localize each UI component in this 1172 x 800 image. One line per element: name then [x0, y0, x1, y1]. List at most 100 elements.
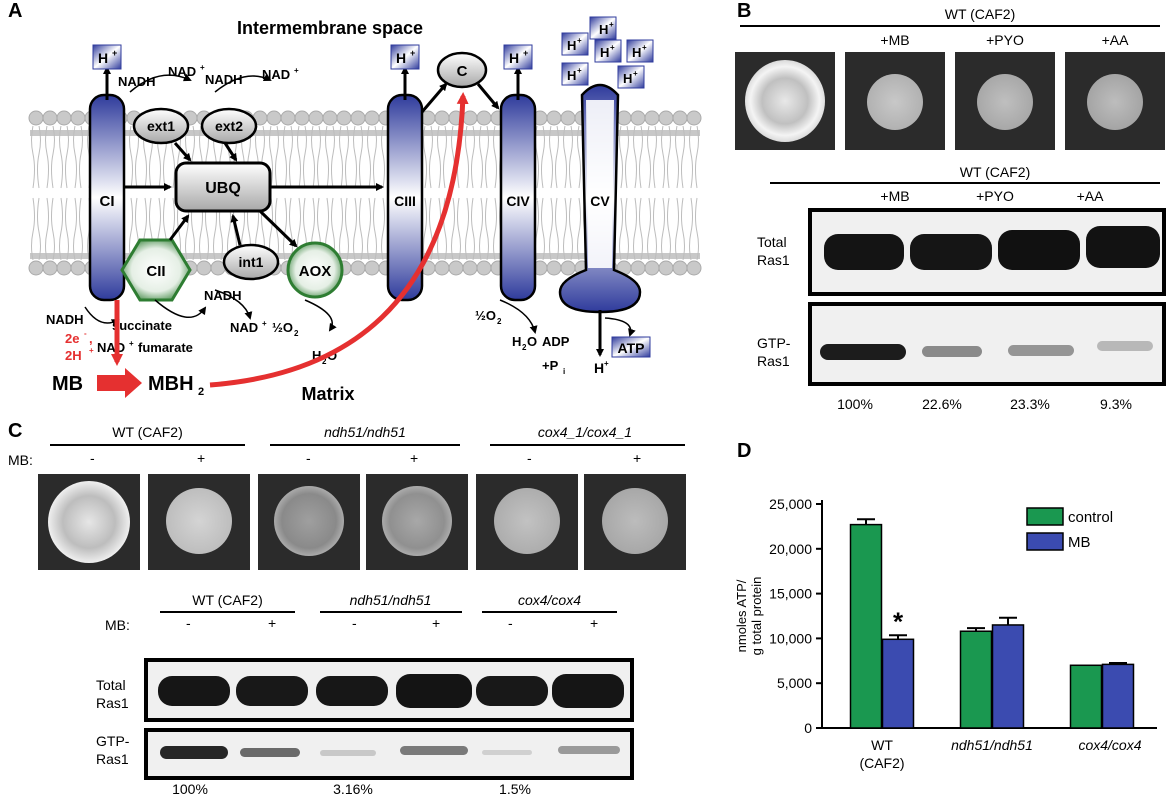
svg-text:+: +	[294, 66, 299, 75]
panel-b-label: B	[737, 0, 752, 22]
svg-text:+P: +P	[542, 358, 559, 373]
panel-d-label: D	[737, 440, 752, 462]
membrane-bilayer	[30, 130, 700, 259]
svg-text:H: H	[600, 45, 609, 60]
significance-asterisk: *	[893, 606, 904, 636]
svg-text:H: H	[512, 334, 521, 349]
intermembrane-label: Intermembrane space	[237, 18, 423, 38]
svg-text:AOX: AOX	[299, 263, 332, 280]
svg-text:+: +	[200, 63, 205, 72]
svg-text:H: H	[396, 50, 406, 66]
ext1-enzyme	[132, 107, 190, 145]
mb-label: MB	[52, 373, 83, 395]
c-colony-ndh51-plus	[366, 474, 468, 570]
matrix-label: Matrix	[301, 384, 354, 404]
atp-box	[611, 336, 651, 358]
x-tick-label: WT	[871, 737, 893, 753]
svg-text:+: +	[609, 20, 614, 29]
svg-text:CIV: CIV	[506, 193, 530, 209]
b-total-ras1-blot	[808, 208, 1166, 296]
svg-text:½O: ½O	[475, 308, 496, 323]
y-tick-label: 0	[804, 720, 812, 736]
y-axis-label: nmoles ATP/g total protein	[734, 577, 764, 656]
svg-text:H: H	[509, 50, 519, 66]
mbh2-to-cytc-arrow	[209, 92, 469, 388]
c-colony-wt-minus	[38, 474, 140, 570]
svg-text:+: +	[523, 48, 528, 58]
mb-reduction-arrow	[97, 368, 142, 398]
h-plus-cluster: H+ H+ H+ H+ H+ H+	[561, 16, 654, 89]
mbh2-label: MBH	[148, 373, 194, 395]
svg-text:+: +	[129, 339, 134, 348]
legend-label: MB	[1068, 534, 1091, 551]
b-strain-label-blot: WT (CAF2)	[959, 164, 1031, 180]
svg-text:UBQ: UBQ	[205, 180, 241, 197]
svg-text:ext1: ext1	[147, 118, 175, 134]
b-treatment-pyo: +PYO	[986, 32, 1024, 48]
b-colony-wt	[735, 52, 835, 150]
bar-mb	[991, 624, 1025, 729]
ci-label: CI	[100, 193, 115, 210]
svg-text:ATP: ATP	[618, 340, 645, 356]
svg-text:NADH: NADH	[205, 72, 243, 87]
svg-text:2H: 2H	[65, 348, 82, 363]
x-tick-label: ndh51/ndh51	[951, 737, 1033, 753]
svg-text:H: H	[599, 22, 608, 37]
svg-text:+: +	[262, 319, 267, 328]
svg-text:H: H	[594, 360, 604, 376]
b-colony-pyo	[955, 52, 1055, 150]
svg-text:fumarate: fumarate	[138, 340, 193, 355]
svg-text:NAD: NAD	[230, 320, 258, 335]
svg-text:O: O	[527, 334, 537, 349]
svg-text:2: 2	[522, 343, 527, 352]
svg-text:ADP: ADP	[542, 334, 570, 349]
svg-text:i: i	[563, 367, 565, 376]
x-tick-label: (CAF2)	[859, 755, 904, 771]
svg-text:NADH: NADH	[204, 288, 242, 303]
panel-c-label: C	[8, 420, 23, 442]
svg-text:NADH: NADH	[118, 74, 156, 89]
panel-a-label: A	[8, 0, 23, 22]
c-colony-cox4-plus	[584, 474, 686, 570]
c-colony-wt-plus	[148, 474, 250, 570]
b-colony-mb	[845, 52, 945, 150]
y-tick-label: 25,000	[769, 496, 812, 512]
svg-text:2: 2	[198, 386, 204, 398]
svg-text:2: 2	[497, 317, 502, 326]
svg-text:+: +	[577, 66, 582, 75]
b-colony-aa	[1065, 52, 1165, 150]
aox-enzyme	[286, 241, 344, 299]
legend-label: control	[1068, 509, 1113, 526]
svg-text:NADH: NADH	[46, 312, 84, 327]
c-colony-cox4-minus	[476, 474, 578, 570]
legend-swatch-control	[1026, 507, 1064, 526]
svg-text:2: 2	[322, 357, 327, 366]
svg-text:CII: CII	[146, 263, 165, 280]
bar-mb	[1101, 663, 1135, 729]
svg-text:CV: CV	[590, 193, 610, 209]
svg-text:+: +	[577, 36, 582, 45]
bar-mb	[881, 638, 915, 729]
h-plus-box	[92, 44, 122, 70]
ext2-enzyme	[200, 107, 258, 145]
svg-text:CIII: CIII	[394, 193, 416, 209]
c-gtp-ras1-blot	[144, 728, 634, 780]
svg-text:-: -	[84, 329, 87, 338]
svg-text:NAD: NAD	[262, 67, 290, 82]
svg-text:+: +	[410, 48, 415, 58]
svg-text:,: ,	[89, 331, 93, 346]
svg-text:+: +	[604, 359, 609, 368]
svg-text:2e: 2e	[65, 331, 79, 346]
svg-text:H: H	[567, 68, 576, 83]
svg-text:NAD: NAD	[168, 64, 196, 79]
y-tick-label: 5,000	[777, 675, 812, 691]
svg-text:succinate: succinate	[112, 318, 172, 333]
bar-control	[959, 630, 993, 729]
svg-text:ext2: ext2	[215, 118, 243, 134]
c-total-ras1-blot	[144, 658, 634, 722]
svg-text:+: +	[642, 43, 647, 52]
svg-text:int1: int1	[239, 254, 264, 270]
svg-text:H: H	[312, 348, 321, 363]
svg-text:½O: ½O	[272, 320, 293, 335]
